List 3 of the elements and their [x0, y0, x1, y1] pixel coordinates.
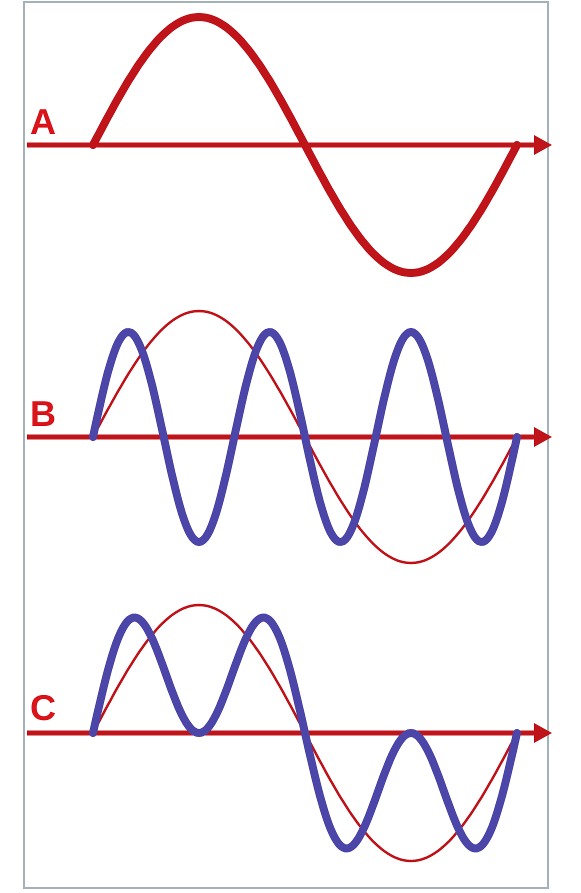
panel-letter: B	[30, 396, 56, 432]
panel-letter: C	[30, 690, 56, 726]
panel-letter: A	[30, 104, 56, 140]
